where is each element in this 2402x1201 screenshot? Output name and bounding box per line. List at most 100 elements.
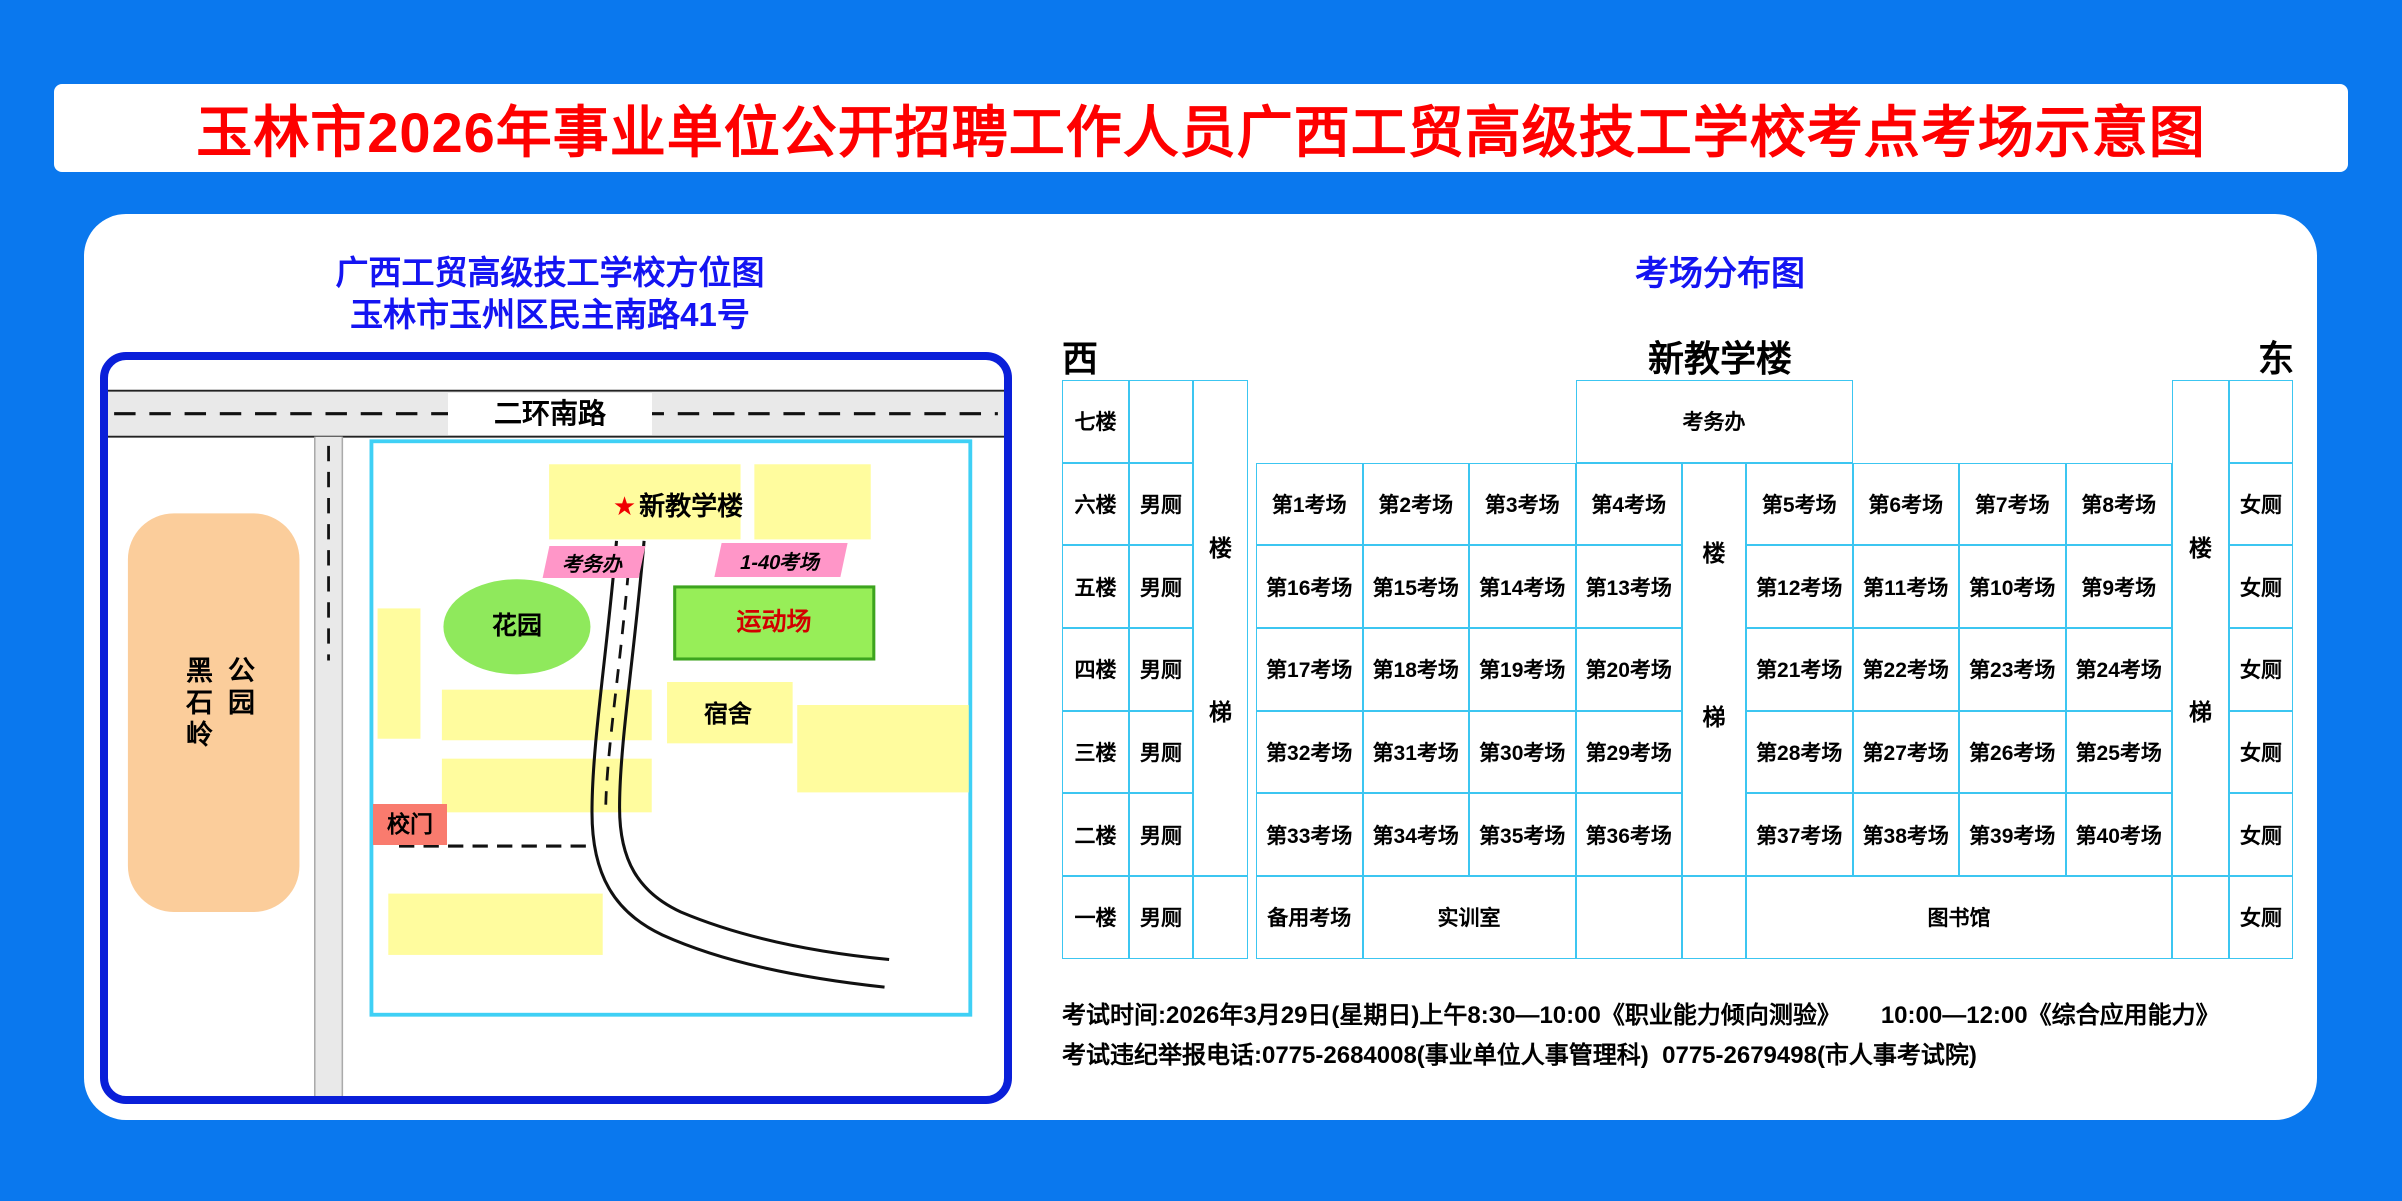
exam-room-cell: 第22考场 bbox=[1852, 628, 1959, 711]
backup-room-cell: 备用考场 bbox=[1256, 876, 1363, 959]
exam-room-cell: 第23考场 bbox=[1959, 628, 2066, 711]
exam-room-cell: 第2考场 bbox=[1362, 462, 1469, 546]
female-restroom-cell: 女厕 bbox=[2229, 710, 2293, 794]
exam-room-cell: 第27考场 bbox=[1852, 710, 1959, 794]
sports-field-label: 运动场 bbox=[736, 608, 812, 636]
school-gate-label: 校门 bbox=[373, 804, 447, 845]
floor-label: 七楼 bbox=[1062, 380, 1129, 463]
exam-room-cell: 第20考场 bbox=[1575, 628, 1682, 711]
building-header: 新教学楼 bbox=[1647, 338, 1792, 379]
male-restroom-cell: 男厕 bbox=[1129, 793, 1193, 877]
floor-label: 一楼 bbox=[1062, 876, 1129, 959]
floor-label: 三楼 bbox=[1062, 710, 1129, 794]
stair-label-top: 楼 bbox=[1702, 539, 1726, 566]
female-restroom-cell: 女厕 bbox=[2229, 628, 2293, 711]
dormitory-label: 宿舍 bbox=[704, 701, 752, 728]
exam-room-cell: 第26考场 bbox=[1959, 710, 2066, 794]
map-address: 玉林市玉州区民主南路41号 bbox=[350, 296, 750, 333]
floor-label: 五楼 bbox=[1062, 545, 1129, 629]
exam-room-cell: 第32考场 bbox=[1256, 710, 1363, 794]
star-icon: ★ bbox=[612, 491, 637, 521]
exam-room-cell: 第18考场 bbox=[1362, 628, 1469, 711]
stair-label-bottom: 梯 bbox=[1209, 699, 1232, 725]
office-cell: 考务办 bbox=[1575, 380, 1853, 463]
exam-time-note: 考试时间:2026年3月29日(星期日)上午8:30—10:00《职业能力倾向测… bbox=[1062, 1002, 2220, 1029]
empty-cell bbox=[1129, 380, 1193, 463]
exam-office-tag: 考务办 bbox=[542, 546, 646, 578]
report-phone-note: 考试违纪举报电话:0775-2684008(事业单位人事管理科) 0775-26… bbox=[1062, 1042, 1977, 1069]
exam-room-cell: 第38考场 bbox=[1852, 793, 1959, 877]
exam-room-cell: 第16考场 bbox=[1256, 545, 1363, 629]
empty-cell bbox=[1682, 876, 1746, 959]
exam-room-cell: 第37考场 bbox=[1746, 793, 1853, 877]
exam-room-cell: 第25考场 bbox=[2065, 710, 2172, 794]
exam-room-cell: 第31考场 bbox=[1362, 710, 1469, 794]
map-drawing bbox=[108, 389, 1004, 1096]
male-restroom-cell: 男厕 bbox=[1129, 462, 1193, 546]
exam-room-cell: 第29考场 bbox=[1575, 710, 1682, 794]
stairwell-cell: 楼 梯 bbox=[1682, 462, 1746, 877]
exam-room-cell: 第7考场 bbox=[1959, 462, 2066, 546]
male-restroom-cell: 男厕 bbox=[1129, 876, 1193, 959]
stair-label-top: 楼 bbox=[2189, 535, 2212, 561]
exam-room-cell: 第1考场 bbox=[1256, 462, 1363, 546]
male-restroom-cell: 男厕 bbox=[1129, 710, 1193, 794]
stairwell-cell: 楼 梯 bbox=[1193, 380, 1248, 877]
exam-room-cell: 第5考场 bbox=[1746, 462, 1853, 546]
garden-label: 花园 bbox=[491, 612, 542, 640]
park-label: 黑石岭 公园 bbox=[178, 656, 259, 752]
park-label-col2: 公园 bbox=[224, 656, 254, 720]
road-label: 二环南路 bbox=[448, 393, 652, 435]
title-banner: 玉林市2026年事业单位公开招聘工作人员广西工贸高级技工学校考点考场示意图 bbox=[54, 84, 2348, 172]
exam-room-cell: 第12考场 bbox=[1746, 545, 1853, 629]
plan-title: 考场分布图 bbox=[1635, 255, 1805, 293]
stair-label-bottom: 梯 bbox=[2189, 699, 2212, 725]
female-restroom-cell: 女厕 bbox=[2229, 545, 2293, 629]
empty-cell bbox=[1575, 876, 1682, 959]
exam-room-cell: 第10考场 bbox=[1959, 545, 2066, 629]
rooms-range-tag: 1-40考场 bbox=[714, 543, 848, 577]
map-title: 广西工贸高级技工学校方位图 bbox=[335, 254, 765, 291]
exam-room-cell: 第11考场 bbox=[1852, 545, 1959, 629]
training-room-cell: 实训室 bbox=[1362, 876, 1576, 959]
exam-room-cell: 第15考场 bbox=[1362, 545, 1469, 629]
exam-room-cell: 第6考场 bbox=[1852, 462, 1959, 546]
exam-room-cell: 第33考场 bbox=[1256, 793, 1363, 877]
floor-label: 四楼 bbox=[1062, 628, 1129, 711]
stair-label-bottom: 梯 bbox=[1702, 703, 1726, 730]
exam-room-cell: 第36考场 bbox=[1575, 793, 1682, 877]
exam-room-cell: 第4考场 bbox=[1575, 462, 1682, 546]
male-restroom-cell: 男厕 bbox=[1129, 628, 1193, 711]
exam-room-cell: 第8考场 bbox=[2065, 462, 2172, 546]
empty-cell bbox=[1193, 876, 1248, 959]
female-restroom-cell: 女厕 bbox=[2229, 793, 2293, 877]
exam-room-cell: 第28考场 bbox=[1746, 710, 1853, 794]
library-cell: 图书馆 bbox=[1746, 876, 2172, 959]
stair-label-top: 楼 bbox=[1209, 535, 1232, 561]
exam-room-cell: 第13考场 bbox=[1575, 545, 1682, 629]
empty-cell bbox=[2172, 876, 2229, 959]
exam-room-cell: 第3考场 bbox=[1469, 462, 1576, 546]
male-restroom-cell: 男厕 bbox=[1129, 545, 1193, 629]
exam-room-cell: 第17考场 bbox=[1256, 628, 1363, 711]
exam-room-cell: 第21考场 bbox=[1746, 628, 1853, 711]
exam-room-cell: 第40考场 bbox=[2065, 793, 2172, 877]
exam-room-cell: 第30考场 bbox=[1469, 710, 1576, 794]
exam-room-cell: 第9考场 bbox=[2065, 545, 2172, 629]
empty-cell bbox=[2229, 380, 2293, 463]
stairwell-cell: 楼 梯 bbox=[2172, 380, 2229, 877]
female-restroom-cell: 女厕 bbox=[2229, 462, 2293, 546]
new-teaching-building-label: ★新教学楼 bbox=[578, 486, 778, 523]
east-label: 东 bbox=[2257, 338, 2294, 379]
floor-label: 二楼 bbox=[1062, 793, 1129, 877]
exam-room-cell: 第34考场 bbox=[1362, 793, 1469, 877]
exam-room-cell: 第39考场 bbox=[1959, 793, 2066, 877]
exam-room-cell: 第35考场 bbox=[1469, 793, 1576, 877]
exam-room-cell: 第24考场 bbox=[2065, 628, 2172, 711]
floor-label: 六楼 bbox=[1062, 462, 1129, 546]
page-title: 玉林市2026年事业单位公开招聘工作人员广西工贸高级技工学校考点考场示意图 bbox=[196, 100, 2206, 164]
exam-room-cell: 第19考场 bbox=[1469, 628, 1576, 711]
west-label: 西 bbox=[1062, 338, 1099, 379]
park-label-col1: 黑石岭 bbox=[182, 656, 212, 752]
female-restroom-cell: 女厕 bbox=[2229, 876, 2293, 959]
